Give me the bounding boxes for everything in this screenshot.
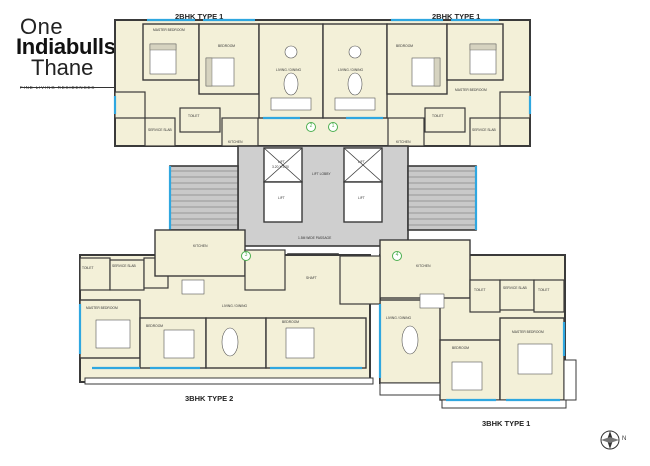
room-tr-kitchen [387, 117, 425, 147]
label-tr-bedroom: BEDROOM [396, 44, 414, 48]
label-br-living: LIVING / DINING [386, 316, 412, 320]
room-bl-toilet-c [244, 249, 286, 291]
label-tl-kitchen: KITCHEN [228, 140, 243, 144]
label-bl-bedroom-2: BEDROOM [282, 320, 300, 324]
stair-right [407, 165, 477, 231]
label-tr-living: LIVING / DINING [338, 68, 364, 72]
unit-label-top-right: 2BHK TYPE 1 [432, 12, 481, 21]
label-tr-service: SERVICE SLAB [472, 128, 496, 132]
stair-left [169, 165, 239, 231]
label-bl-master-bedroom: MASTER BEDROOM [86, 306, 118, 310]
label-br-kitchen: KITCHEN [416, 264, 431, 268]
room-bl-bedroom-2 [265, 317, 367, 369]
label-tl-living: LIVING / DINING [276, 68, 302, 72]
logo-line-1: One [20, 14, 64, 39]
label-tl-bedroom: BEDROOM [218, 44, 236, 48]
room-tl-service [144, 117, 176, 147]
room-bl-kitchen [154, 229, 246, 277]
label-tl-service: SERVICE SLAB [148, 128, 172, 132]
room-tl-kitchen [221, 117, 259, 147]
label-bl-living: LIVING / DINING [222, 304, 248, 308]
room-tl-toilet-a [114, 91, 146, 119]
label-br-service: SERVICE SLAB [503, 286, 527, 290]
label-lift-1-dim: 3.20 X 3.20 [272, 165, 289, 169]
label-bl-bedroom-1: BEDROOM [146, 324, 164, 328]
marker-4 [392, 251, 402, 261]
room-br-toilet-b [533, 279, 565, 313]
label-tl-master-bedroom: MASTER BEDROOM [153, 28, 185, 32]
label-lift-lobby: LIFT LOBBY [312, 172, 331, 176]
room-br-toilet-c [339, 255, 381, 305]
room-bl-toilet-a [79, 257, 111, 291]
compass-icon [600, 430, 620, 450]
room-tr-toilet-a [499, 91, 531, 119]
room-tr-service [469, 117, 501, 147]
room-br-toilet-a [469, 279, 501, 313]
logo-line-3: Thane [31, 55, 94, 80]
br-balcony-2 [441, 399, 567, 409]
bl-balcony [84, 377, 374, 385]
room-tl-toilet-b [179, 107, 221, 133]
label-tr-toilet: TOILET [432, 114, 444, 118]
logo-rule [20, 87, 116, 88]
label-lift-2: LIFT [278, 196, 285, 200]
marker-label-3: 3 [244, 252, 248, 258]
label-lift-1: LIFT [278, 160, 285, 164]
unit-label-bottom-right: 3BHK TYPE 1 [482, 419, 531, 428]
label-br-bedroom: BEDROOM [452, 346, 470, 350]
marker-2 [306, 122, 316, 132]
room-br-kitchen [379, 239, 471, 299]
logo-line-2: Indiabulls [16, 34, 116, 59]
label-bl-kitchen: KITCHEN [193, 244, 208, 248]
label-tl-toilet: TOILET [188, 114, 200, 118]
unit-label-bottom-left: 3BHK TYPE 2 [185, 394, 234, 403]
label-br-toilet-a: TOILET [474, 288, 486, 292]
unit-label-top-left: 2BHK TYPE 1 [175, 12, 224, 21]
label-br-master-bedroom: MASTER BEDROOM [512, 330, 544, 334]
label-br-toilet-b: TOILET [538, 288, 550, 292]
marker-label-4: 4 [395, 252, 399, 258]
label-bl-toilet: TOILET [82, 266, 94, 270]
br-balcony-1 [379, 382, 441, 396]
label-shaft: SHAFT [306, 276, 317, 280]
marker-label-2: 2 [309, 123, 313, 129]
marker-3 [241, 251, 251, 261]
label-passage: 1.5M WIDE PASSAGE [298, 236, 332, 240]
br-balcony-3 [563, 359, 577, 401]
lift-4 [343, 181, 383, 223]
label-lift-3: LIFT [358, 160, 365, 164]
label-bl-service: SERVICE SLAB [112, 264, 136, 268]
compass-label: N [622, 436, 627, 442]
room-br-service [499, 279, 535, 311]
label-lift-4: LIFT [358, 196, 365, 200]
marker-1 [328, 122, 338, 132]
label-tr-master-bedroom: MASTER BEDROOM [455, 88, 487, 92]
lift-2 [263, 181, 303, 223]
marker-label-1: 1 [331, 123, 335, 129]
label-tr-kitchen: KITCHEN [396, 140, 411, 144]
room-tr-toilet-b [424, 107, 466, 133]
